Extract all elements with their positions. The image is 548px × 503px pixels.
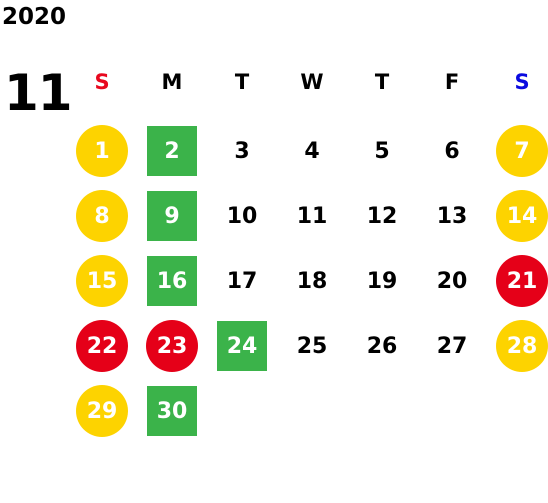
day-cell-8[interactable]: 8 — [76, 190, 128, 242]
day-cell-11[interactable]: 11 — [296, 203, 328, 229]
day-cell-10[interactable]: 10 — [226, 203, 258, 229]
day-cell-12[interactable]: 12 — [366, 203, 398, 229]
day-cell-17[interactable]: 17 — [226, 268, 258, 294]
day-cell-9[interactable]: 9 — [147, 191, 197, 241]
day-cell-14[interactable]: 14 — [496, 190, 548, 242]
day-cell-16[interactable]: 16 — [147, 256, 197, 306]
weekday-header-1: M — [161, 70, 183, 94]
calendar-month: 11 — [4, 64, 73, 122]
day-cell-26[interactable]: 26 — [366, 333, 398, 359]
day-cell-20[interactable]: 20 — [436, 268, 468, 294]
weekday-sunday: S — [94, 70, 110, 94]
day-cell-13[interactable]: 13 — [436, 203, 468, 229]
weekday-header-5: F — [444, 70, 460, 94]
day-cell-4[interactable]: 4 — [304, 138, 320, 164]
day-cell-29[interactable]: 29 — [76, 385, 128, 437]
day-cell-24[interactable]: 24 — [217, 321, 267, 371]
calendar-year: 2020 — [2, 4, 67, 30]
day-cell-7[interactable]: 7 — [496, 125, 548, 177]
day-cell-28[interactable]: 28 — [496, 320, 548, 372]
day-cell-19[interactable]: 19 — [366, 268, 398, 294]
weekday-header-3: W — [300, 70, 324, 94]
day-cell-30[interactable]: 30 — [147, 386, 197, 436]
day-cell-21[interactable]: 21 — [496, 255, 548, 307]
day-cell-3[interactable]: 3 — [234, 138, 250, 164]
weekday-header-4: T — [374, 70, 390, 94]
day-cell-1[interactable]: 1 — [76, 125, 128, 177]
day-cell-27[interactable]: 27 — [436, 333, 468, 359]
day-cell-23[interactable]: 23 — [146, 320, 198, 372]
day-cell-15[interactable]: 15 — [76, 255, 128, 307]
day-cell-6[interactable]: 6 — [444, 138, 460, 164]
day-cell-22[interactable]: 22 — [76, 320, 128, 372]
day-cell-25[interactable]: 25 — [296, 333, 328, 359]
day-cell-18[interactable]: 18 — [296, 268, 328, 294]
day-cell-5[interactable]: 5 — [374, 138, 390, 164]
day-cell-2[interactable]: 2 — [147, 126, 197, 176]
weekday-header-2: T — [234, 70, 250, 94]
weekday-saturday: S — [514, 70, 530, 94]
